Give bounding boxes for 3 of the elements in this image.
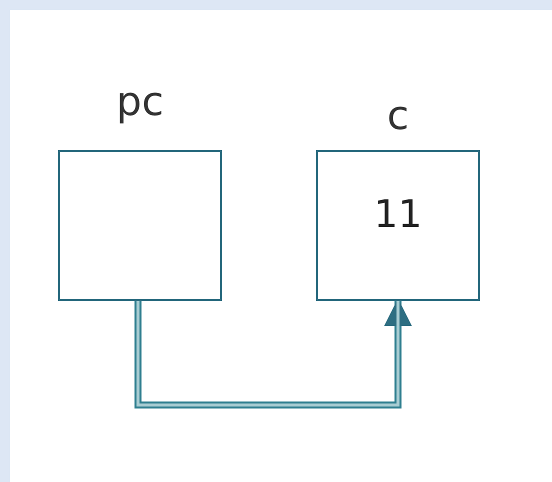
variable-name: c (386, 94, 410, 138)
variable-value: 11 (372, 192, 424, 236)
variable-name: pc (115, 80, 165, 124)
